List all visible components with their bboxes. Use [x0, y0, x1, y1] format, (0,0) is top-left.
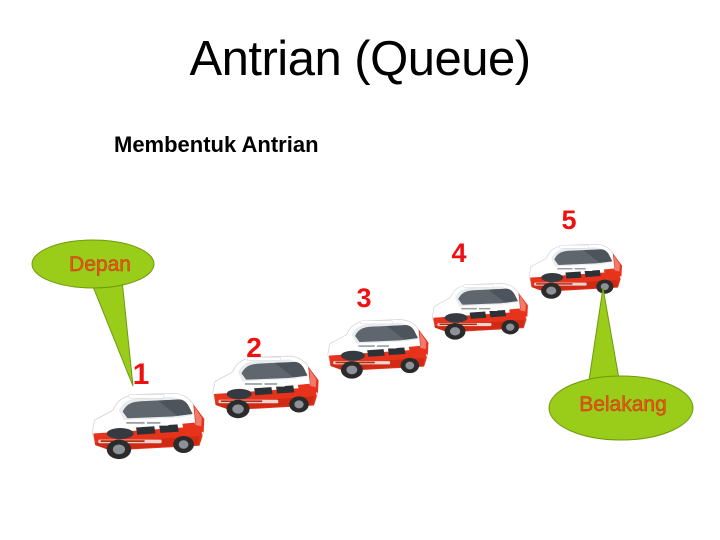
- queue-number-4: 4: [451, 238, 467, 268]
- queue-car-2: [207, 349, 322, 423]
- queue-number-1: 1: [132, 358, 150, 391]
- queue-number-2: 2: [246, 332, 262, 363]
- queue-car-3: [322, 313, 432, 383]
- callout-depan-label: Depan: [69, 253, 131, 276]
- callout-balloon-icon: [548, 287, 694, 441]
- queue-car-1: [86, 386, 208, 464]
- slide-subtitle: Membentuk Antrian: [114, 132, 319, 157]
- queue-car-4: [427, 277, 531, 344]
- callout-belakang-label: Belakang: [579, 393, 667, 416]
- callout-belakang[interactable]: Belakang: [548, 284, 696, 450]
- callout-depan[interactable]: Depan: [30, 236, 162, 392]
- queue-car-5: [524, 238, 625, 303]
- queue-number-5: 5: [561, 205, 577, 235]
- page-title: Antrian (Queue): [189, 32, 531, 86]
- queue-number-3: 3: [356, 283, 372, 313]
- callout-balloon-icon: [31, 239, 155, 387]
